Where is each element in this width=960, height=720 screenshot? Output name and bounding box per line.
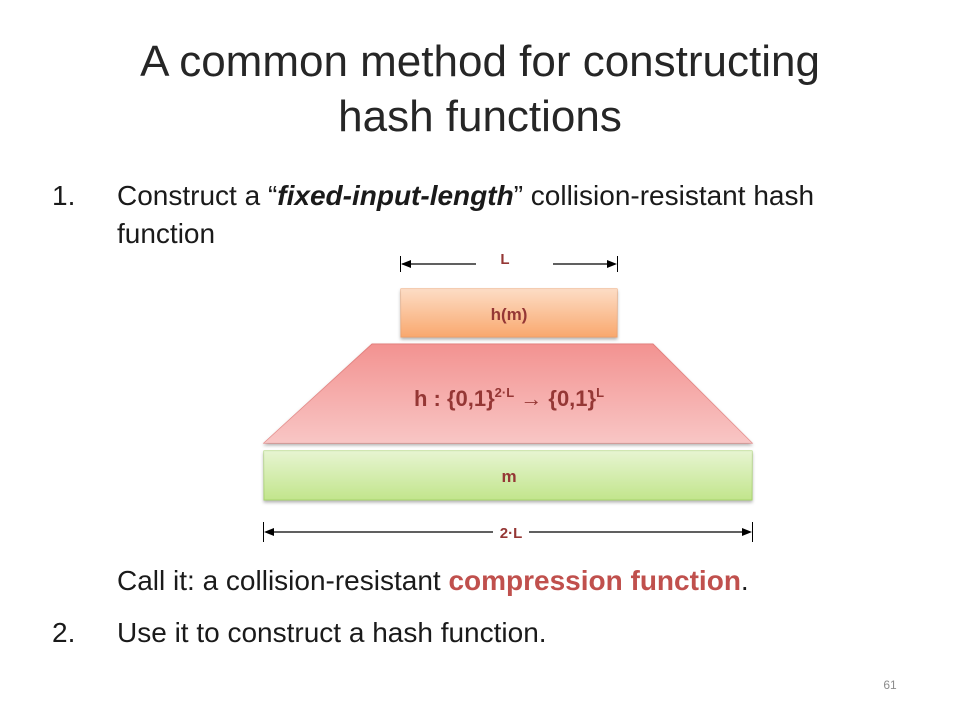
call-it-text-after: .	[740, 565, 749, 596]
slide-title: A common method for constructing hash fu…	[0, 34, 960, 144]
input-box-sheen	[264, 451, 752, 500]
output-length-arrowhead-right	[607, 260, 617, 268]
list-item-1-line-1: Construct a “fixed-input-length” collisi…	[117, 177, 814, 215]
input-length-arrowhead-left	[264, 528, 274, 536]
output-length-dimension: L	[400, 251, 618, 272]
title-line-2: hash functions	[338, 92, 622, 141]
list-item-1-line-2: function	[117, 218, 216, 249]
output-box-sheen	[401, 289, 617, 337]
input-box-label: m	[501, 467, 516, 486]
call-it-text-before: Call it: a collision-resistant	[117, 565, 449, 596]
page-number: 61	[883, 678, 897, 692]
range-exponent: L	[596, 385, 604, 400]
list-item-1-text-after: ” collision-resistant hash	[513, 180, 815, 211]
compression-function-shape	[262, 343, 754, 444]
output-length-arrowhead-left	[401, 260, 411, 268]
fixed-input-length-emphasis: fixed-input-length	[277, 180, 514, 211]
domain-exponent: 2·L	[495, 385, 515, 400]
call-it-line: Call it: a collision-resistant compressi…	[117, 562, 749, 600]
function-name-and-domain: h : {0,1}	[414, 386, 495, 411]
input-length-dimension: 2·L	[263, 522, 753, 542]
list-item-1-text-before: Construct a “	[117, 180, 278, 211]
function-range: → {0,1}	[514, 386, 596, 411]
input-length-arrowhead-right	[742, 528, 752, 536]
compression-function-label: h : {0,1}2·L → {0,1}L	[414, 385, 604, 411]
output-box	[400, 288, 618, 338]
title-line-1: A common method for constructing	[140, 37, 820, 86]
list-item-2-number: 2.	[52, 617, 76, 648]
input-length-label: 2·L	[500, 525, 523, 542]
input-box	[263, 450, 753, 501]
compression-function-highlight: compression function	[448, 565, 741, 596]
output-box-label: h(m)	[491, 305, 528, 324]
list-item-2-text: Use it to construct a hash function.	[117, 617, 547, 648]
compression-function-sheen	[264, 344, 752, 443]
list-item-1-number: 1.	[52, 180, 76, 211]
output-length-label: L	[500, 251, 509, 268]
